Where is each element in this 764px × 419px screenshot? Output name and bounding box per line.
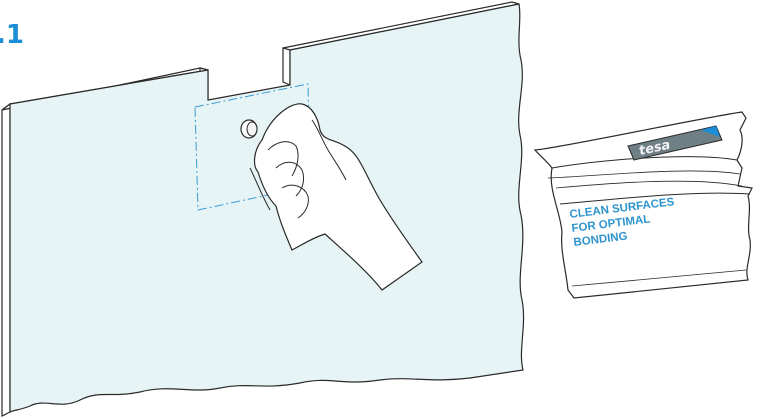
- glass-panel: [1, 1, 525, 417]
- hand-with-cloth-icon: [249, 103, 423, 291]
- tesa-logo: tesa: [627, 125, 723, 161]
- cleaning-wipe-packet: tesa CLEAN SURFACES FOR OPTIMAL BONDING: [533, 111, 753, 299]
- step-number-label: .1: [0, 20, 24, 50]
- screw-icon: [240, 119, 258, 139]
- brand-name: tesa: [638, 138, 672, 159]
